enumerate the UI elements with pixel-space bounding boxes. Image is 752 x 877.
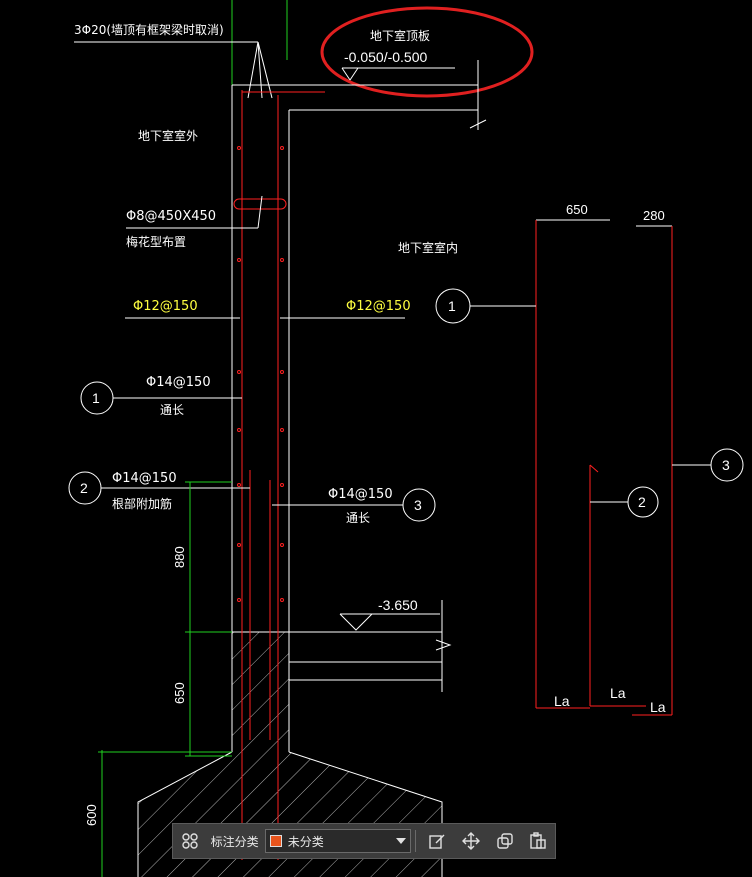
horiz-rebar-right: Φ12@150 <box>346 299 411 314</box>
vert-rebar-2-spec: Φ14@150 <box>112 471 177 486</box>
dim-880: 880 <box>172 546 187 568</box>
svg-text:-0.050/-0.500: -0.050/-0.500 <box>344 49 427 65</box>
svg-text:地下室顶板: 地下室顶板 <box>370 28 430 43</box>
tag-3: 3 <box>414 497 422 513</box>
la-label-3: La <box>650 699 666 715</box>
toolbar-divider <box>415 830 417 852</box>
rebar-schematic <box>435 219 744 716</box>
highlight-ellipse <box>320 6 534 98</box>
vert-rebar-1-spec: Φ14@150 <box>146 375 211 390</box>
vert-rebar-1-note: 通长 <box>160 403 184 417</box>
wall-outline <box>137 60 487 877</box>
horiz-rebar-left: Φ12@150 <box>133 299 198 314</box>
tie-spec: Φ8@450X450 <box>126 209 216 224</box>
tag-1: 1 <box>92 390 100 406</box>
inside-label: 地下室室内 <box>398 240 458 255</box>
edit-icon[interactable] <box>420 824 454 858</box>
category-color-swatch <box>269 835 282 847</box>
vert-rebar-3-note: 通长 <box>346 511 370 525</box>
move-icon[interactable] <box>454 824 488 858</box>
grid-icon[interactable] <box>173 824 207 858</box>
category-value: 未分类 <box>287 834 324 849</box>
copy-icon[interactable] <box>488 824 522 858</box>
outside-label: 地下室室外 <box>138 128 198 143</box>
dim-600: 600 <box>84 804 99 826</box>
category-dropdown[interactable]: 未分类 <box>264 829 412 853</box>
tie-note: 梅花型布置 <box>126 234 186 249</box>
vert-rebar-2-note: 根部附加筋 <box>112 496 172 511</box>
schematic-dim-650: 650 <box>566 202 588 217</box>
category-label: 标注分类 <box>210 834 259 849</box>
schematic-tag-1: 1 <box>448 298 456 314</box>
dim-650-vertical: 650 <box>172 682 187 704</box>
annotation-toolbar: 标注分类 未分类 <box>172 823 556 859</box>
top-rebar-note: 3Φ20(墙顶有框架梁时取消) <box>74 22 224 37</box>
la-label-1: La <box>554 693 570 709</box>
schematic-tag-2: 2 <box>638 494 646 510</box>
paste-icon[interactable] <box>521 824 555 858</box>
wall-rebars <box>233 90 325 860</box>
schematic-dim-280: 280 <box>643 208 665 223</box>
dimensions <box>98 481 232 877</box>
la-label-2: La <box>610 685 626 701</box>
tag-2: 2 <box>80 480 88 496</box>
schematic-tag-3: 3 <box>722 457 730 473</box>
roof-slab-annotation: 地下室顶板 -0.050/-0.500 <box>320 6 534 98</box>
vert-rebar-3-spec: Φ14@150 <box>328 487 393 502</box>
floor-elevation: -3.650 <box>378 597 418 613</box>
chevron-down-icon <box>396 838 407 844</box>
